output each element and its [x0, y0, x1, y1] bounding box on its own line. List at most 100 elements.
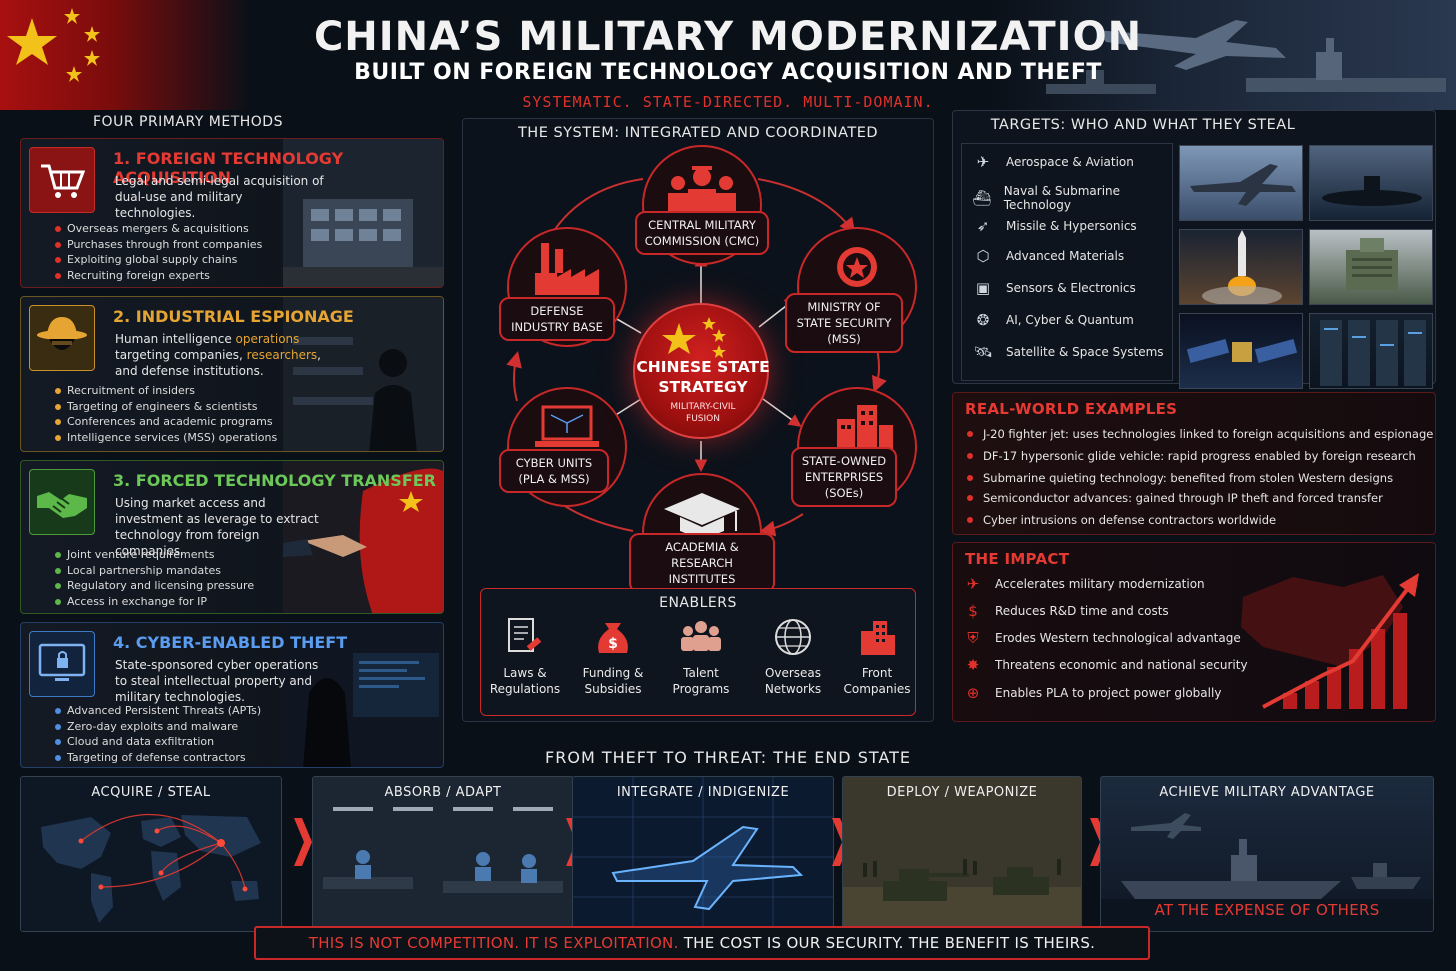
list-item: Zero-day exploits and malware: [55, 719, 261, 735]
targets-heading: TARGETS: WHO AND WHAT THEY STEAL: [990, 117, 1296, 133]
jet-icon: ✈: [966, 575, 980, 593]
brain-icon: ❂: [976, 311, 990, 329]
enablers-heading: ENABLERS: [659, 595, 737, 611]
footer-red-text: THIS IS NOT COMPETITION. IT IS EXPLOITAT…: [308, 934, 679, 952]
satellite-icon: 🛰: [973, 343, 993, 361]
node-mss-emblem: [797, 227, 917, 347]
list-item: Advanced Persistent Threats (APTs): [55, 703, 261, 719]
page-subtitle: BUILT ON FOREIGN TECHNOLOGY ACQUISITION …: [354, 60, 1102, 85]
node-cmc-label: CENTRAL MILITARY COMMISSION (CMC): [635, 211, 769, 255]
node-cyber-label: CYBER UNITS (PLA & MSS): [499, 449, 609, 493]
svg-text:$: $: [608, 636, 618, 652]
hooded-hacker-image: [283, 623, 443, 767]
node-academia-label: ACADEMIA & RESEARCH INSTITUTES: [629, 533, 775, 593]
satellite-image: [1179, 313, 1303, 389]
method-description: Human intelligence operations targeting …: [115, 332, 321, 378]
system-heading: THE SYSTEM: INTEGRATED AND COORDINATED: [517, 125, 879, 141]
globe-icon: [771, 615, 815, 659]
missile-launch-image: [1179, 229, 1303, 305]
method-card-acquisition: 1. FOREIGN TECHNOLOGY ACQUISITION Legal …: [20, 138, 444, 288]
method-card-espionage: 2. INDUSTRIAL ESPIONAGE Human intelligen…: [20, 296, 444, 452]
radar-vehicle-image: [1309, 229, 1433, 305]
buildings-icon: [855, 615, 899, 659]
end-state-heading: FROM THEFT TO THREAT: THE END STATE: [545, 748, 911, 767]
enabler-overseas: Overseas Networks: [764, 666, 822, 696]
impact-panel: THE IMPACT ✈Accelerates military moderni…: [952, 542, 1436, 722]
list-item: Access in exchange for IP: [55, 594, 254, 610]
world-map-network-image: [41, 813, 261, 923]
rising-bar-chart-map-graphic: [1241, 573, 1419, 709]
graduation-cap-icon: [664, 493, 740, 536]
chevron-right-icon: [294, 818, 312, 866]
node-defense-label: DEFENSE INDUSTRY BASE: [499, 297, 615, 341]
method-card-cyber-theft: 4. CYBER-ENABLED THEFT State-sponsored c…: [20, 622, 444, 768]
globe-pin-icon: ⊕: [966, 684, 980, 702]
chip-icon: ▣: [975, 279, 991, 297]
submarine-image: [1309, 145, 1433, 221]
center-subtitle: MILITARY-CIVIL FUSION: [670, 402, 736, 424]
enabler-funding: Funding & Subsidies: [582, 666, 644, 696]
shield-icon: ⛨: [967, 629, 979, 647]
methods-heading: FOUR PRIMARY METHODS: [93, 114, 283, 130]
list-item: Targeting of engineers & scientists: [55, 399, 277, 415]
examples-panel: REAL-WORLD EXAMPLES J-20 fighter jet: us…: [952, 392, 1436, 535]
handshake-icon: [29, 469, 95, 535]
list-item: J-20 fighter jet: uses technologies link…: [967, 427, 1433, 441]
page-tagline: SYSTEMATIC. STATE-DIRECTED. MULTI-DOMAIN…: [522, 93, 934, 111]
legal-document-icon: [503, 615, 547, 659]
list-item: 🛰Satellite & Space Systems: [973, 343, 1164, 361]
center-title: CHINESE STATE STRATEGY: [636, 358, 770, 396]
page-title: CHINA’S MILITARY MODERNIZATION: [313, 14, 1143, 60]
shopping-cart-icon: [29, 147, 95, 213]
list-item: Targeting of defense contractors: [55, 750, 261, 766]
footer-white-text: THE COST IS OUR SECURITY. THE BENEFIT IS…: [678, 934, 1096, 952]
list-item: Semiconductor advances: gained through I…: [967, 491, 1383, 505]
method-description: Using market access and investment as le…: [115, 496, 319, 558]
factory-icon: [535, 243, 599, 295]
list-item: ➶Missile & Hypersonics: [972, 216, 1137, 236]
targets-panel: TARGETS: WHO AND WHAT THEY STEAL ✈Aerosp…: [952, 110, 1436, 389]
step-integrate: INTEGRATE / INDIGENIZE: [572, 776, 834, 932]
hazard-icon: ✸: [966, 656, 980, 674]
hero-fleet-image: [986, 0, 1456, 110]
final-caption: AT THE EXPENSE OF OTHERS: [1154, 901, 1380, 919]
list-item: ❂AI, Cyber & Quantum: [972, 310, 1134, 330]
step-deploy: DEPLOY / WEAPONIZE: [842, 776, 1082, 932]
list-item: Cloud and data exfiltration: [55, 734, 261, 750]
dollar-icon: $: [968, 602, 978, 620]
china-flag-banner: [0, 0, 250, 110]
method-bullets: Joint venture requirements Local partner…: [55, 547, 254, 609]
money-bag-icon: $: [591, 615, 635, 659]
missile-icon: ➶: [976, 217, 990, 235]
tanks-and-troops-image: [843, 777, 1081, 931]
list-item: Conferences and academic programs: [55, 414, 277, 430]
china-flag-stars: [7, 8, 100, 82]
method-bullets: Overseas mergers & acquisitions Purchase…: [55, 221, 262, 283]
list-item: DF-17 hypersonic glide vehicle: rapid pr…: [967, 449, 1416, 463]
system-panel: THE SYSTEM: INTEGRATED AND COORDINATED C…: [462, 118, 934, 722]
list-item: Joint venture requirements: [55, 547, 254, 563]
state-emblem-icon: [837, 247, 877, 287]
server-room-image: [1309, 313, 1433, 389]
step-title: ACHIEVE MILITARY ADVANTAGE: [1159, 785, 1375, 800]
handshake-flag-image: [283, 461, 443, 613]
method-title: 2. INDUSTRIAL ESPIONAGE: [113, 307, 354, 326]
list-item: Regulatory and licensing pressure: [55, 578, 254, 594]
list-item: $Reduces R&D time and costs: [963, 602, 1168, 620]
list-item: ⛴Naval & Submarine Technology: [972, 184, 1121, 212]
officers-icon: [668, 166, 736, 211]
enablers-panel: ENABLERS Laws & Regulations $ Funding & …: [480, 588, 916, 716]
step-acquire: ACQUIRE / STEAL: [20, 776, 282, 932]
fighter-jet-image: [1179, 145, 1303, 221]
list-item: Overseas mergers & acquisitions: [55, 221, 262, 237]
list-item: Intelligence services (MSS) operations: [55, 430, 277, 446]
factory-workers-image: [313, 777, 573, 931]
step-title: INTEGRATE / INDIGENIZE: [616, 785, 790, 800]
footer-statement: THIS IS NOT COMPETITION. IT IS EXPLOITAT…: [254, 926, 1150, 960]
locked-monitor-icon: [29, 631, 95, 697]
list-item: Exploiting global supply chains: [55, 252, 262, 268]
carrier-fleet-image: [1101, 813, 1433, 931]
spy-hat-icon: [29, 305, 95, 371]
step-title: ACQUIRE / STEAL: [91, 785, 211, 800]
china-flag-stars-icon: [662, 317, 726, 358]
